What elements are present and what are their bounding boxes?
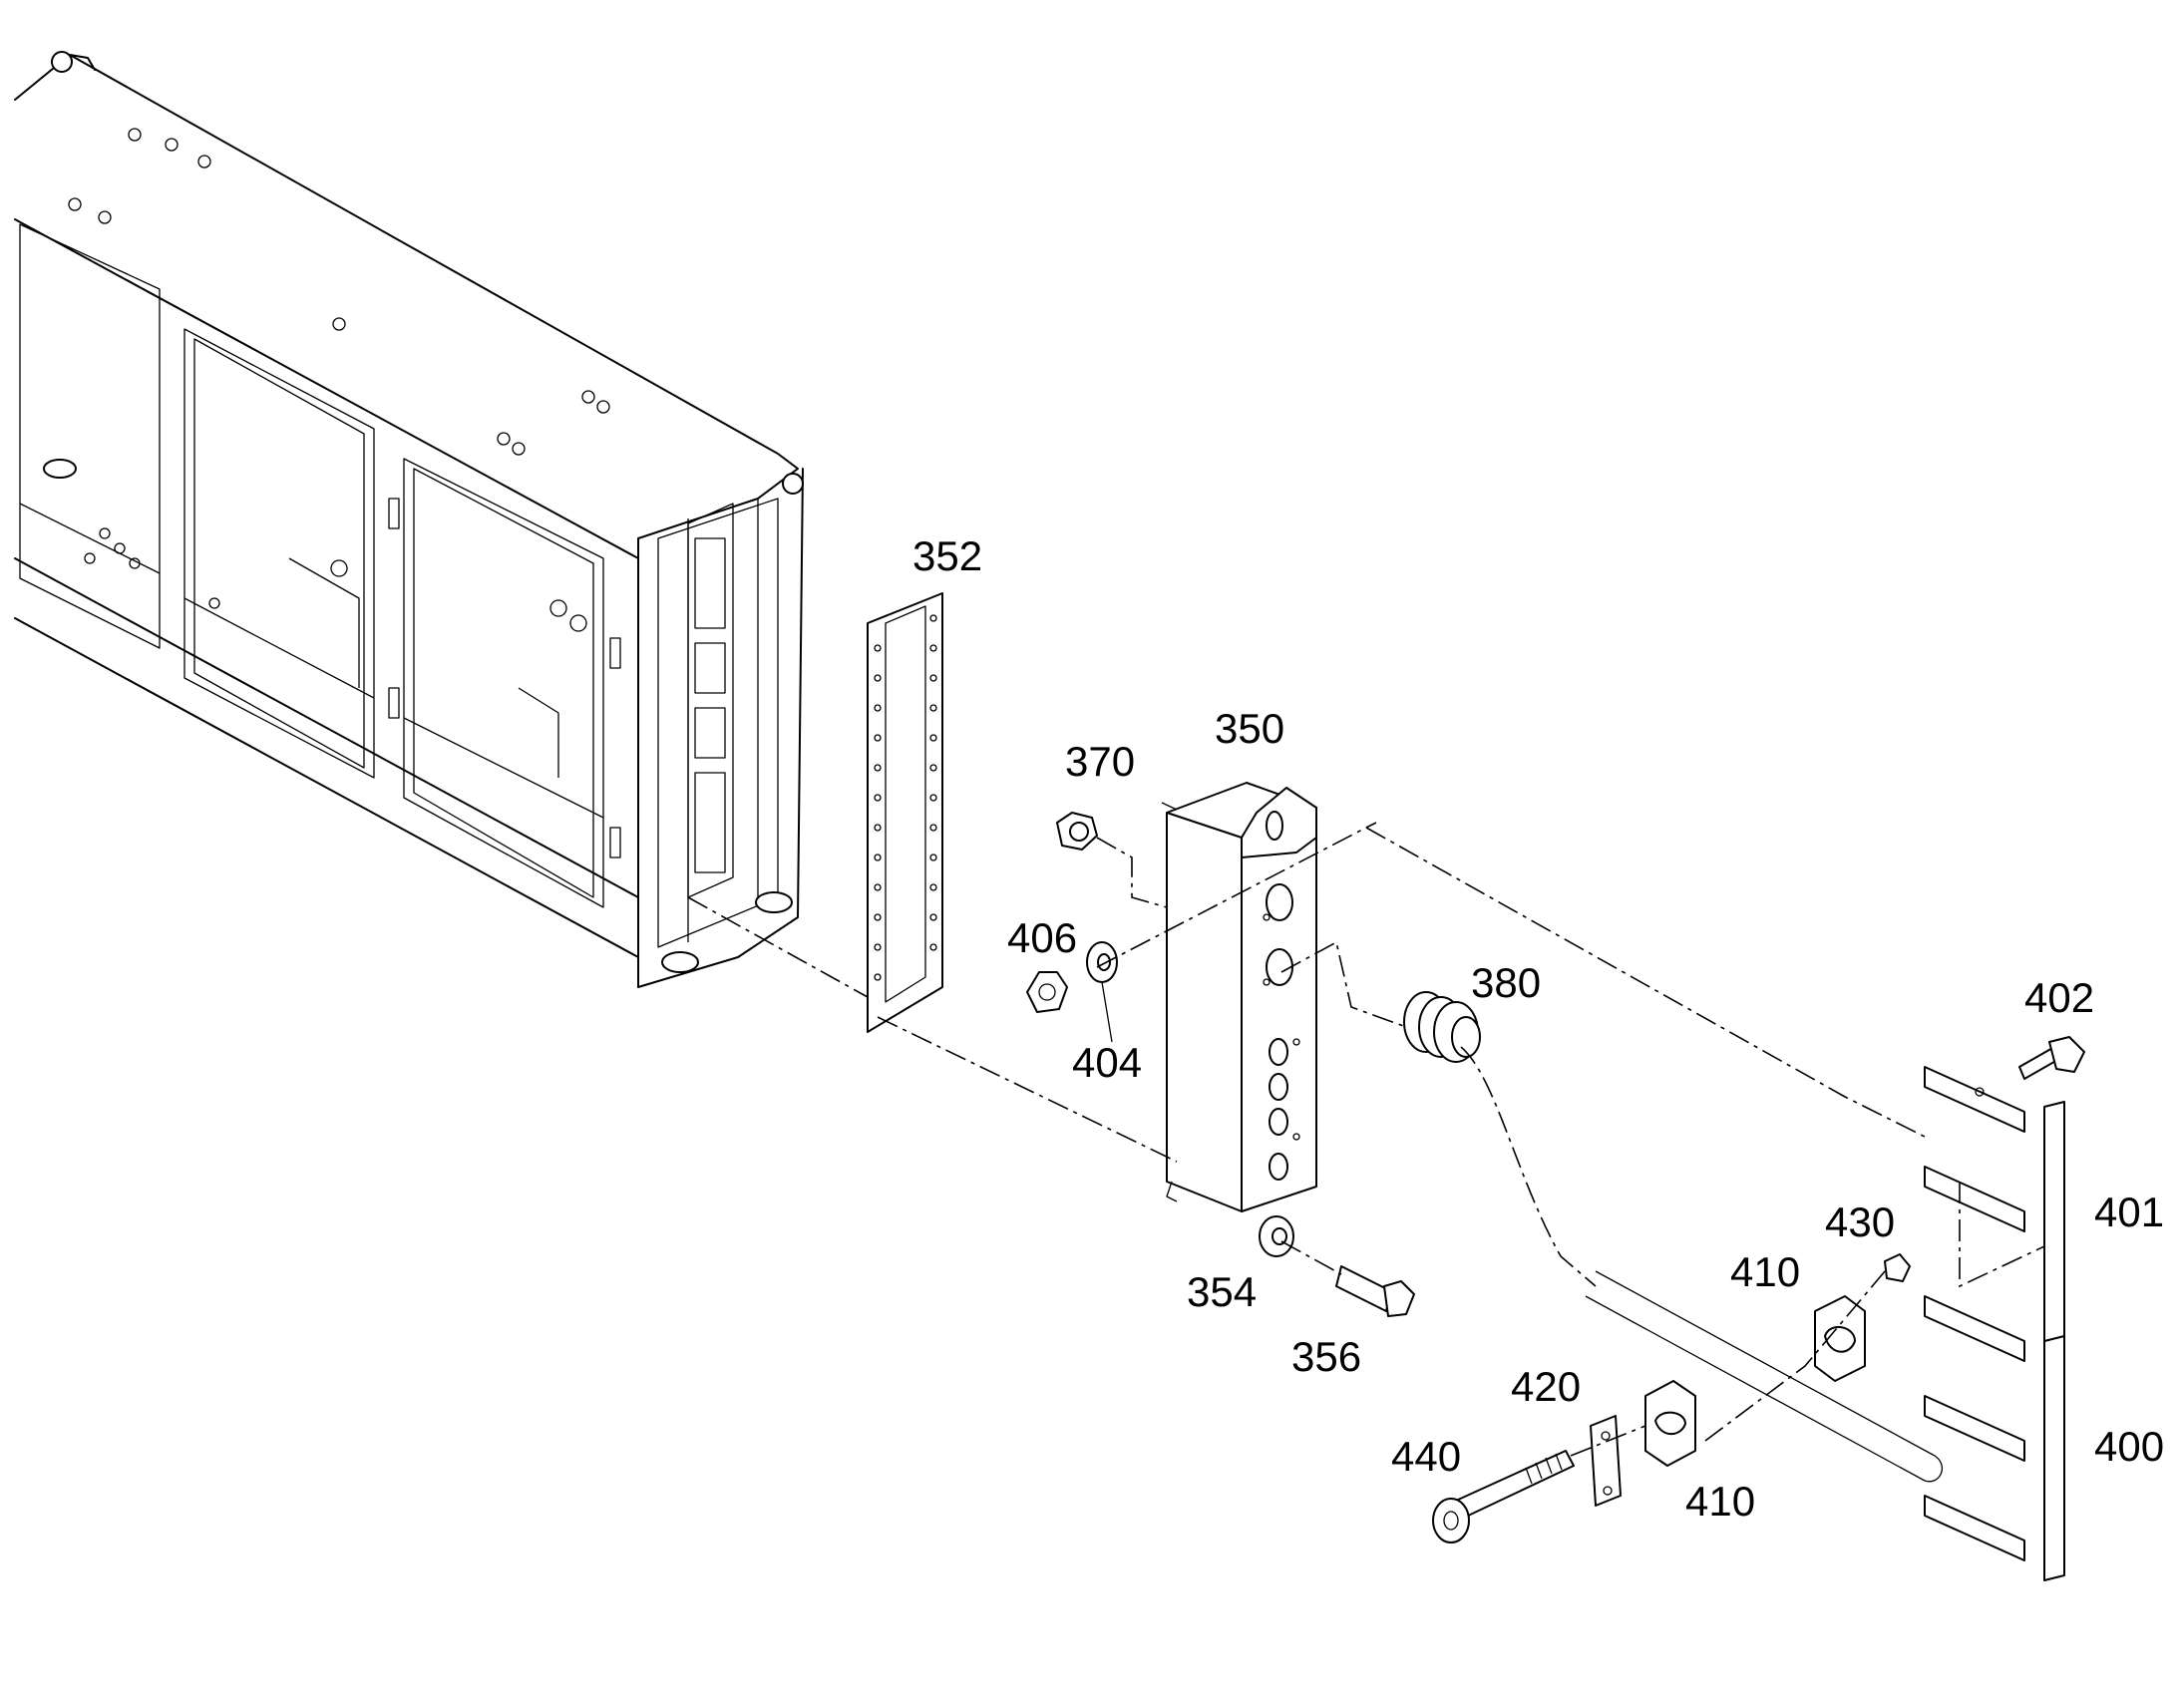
leader-404	[1101, 981, 1113, 1043]
part-352-gasket	[867, 592, 943, 1033]
part-356-bolt	[1335, 1265, 1415, 1317]
part-370-nut	[1056, 812, 1098, 851]
callout-356: 356	[1291, 1333, 1361, 1380]
callout-350: 350	[1215, 705, 1284, 752]
part-380-cable-gland	[1403, 991, 1481, 1063]
part-350-bracket	[1161, 782, 1317, 1212]
callout-352: 352	[912, 532, 982, 579]
callout-402: 402	[2024, 974, 2094, 1021]
callout-354: 354	[1187, 1268, 1257, 1315]
callout-401: 401	[2094, 1189, 2164, 1235]
callout-404: 404	[1072, 1039, 1142, 1086]
part-401-rail	[1924, 1066, 2065, 1362]
callout-406: 406	[1007, 914, 1077, 961]
part-402-bolt	[2018, 1036, 2085, 1080]
part-400-rail	[1924, 1335, 2065, 1581]
callout-420: 420	[1511, 1363, 1581, 1410]
callouts: 352 350 370 406 404 380 354 356 402 401 …	[912, 532, 2164, 1525]
part-410-clamp-upper	[1814, 1295, 1866, 1382]
part-420-plate	[1590, 1415, 1622, 1507]
cabinet-frame	[14, 51, 804, 988]
part-430-screw	[1884, 1253, 1911, 1282]
callout-370: 370	[1065, 738, 1135, 785]
part-406-nut	[1026, 971, 1068, 1013]
part-440-cap-screw	[1432, 1450, 1575, 1543]
part-410-clamp-lower	[1644, 1380, 1696, 1467]
cable	[1460, 1046, 1944, 1483]
callout-410-upper: 410	[1730, 1248, 1800, 1295]
center-lines	[687, 822, 2045, 1457]
part-354-washer	[1259, 1215, 1294, 1257]
callout-400: 400	[2094, 1423, 2164, 1470]
callout-430: 430	[1825, 1198, 1895, 1245]
callout-410-lower: 410	[1685, 1478, 1755, 1525]
callout-380: 380	[1471, 959, 1541, 1006]
callout-440: 440	[1391, 1433, 1461, 1480]
part-404-washer	[1086, 941, 1118, 983]
